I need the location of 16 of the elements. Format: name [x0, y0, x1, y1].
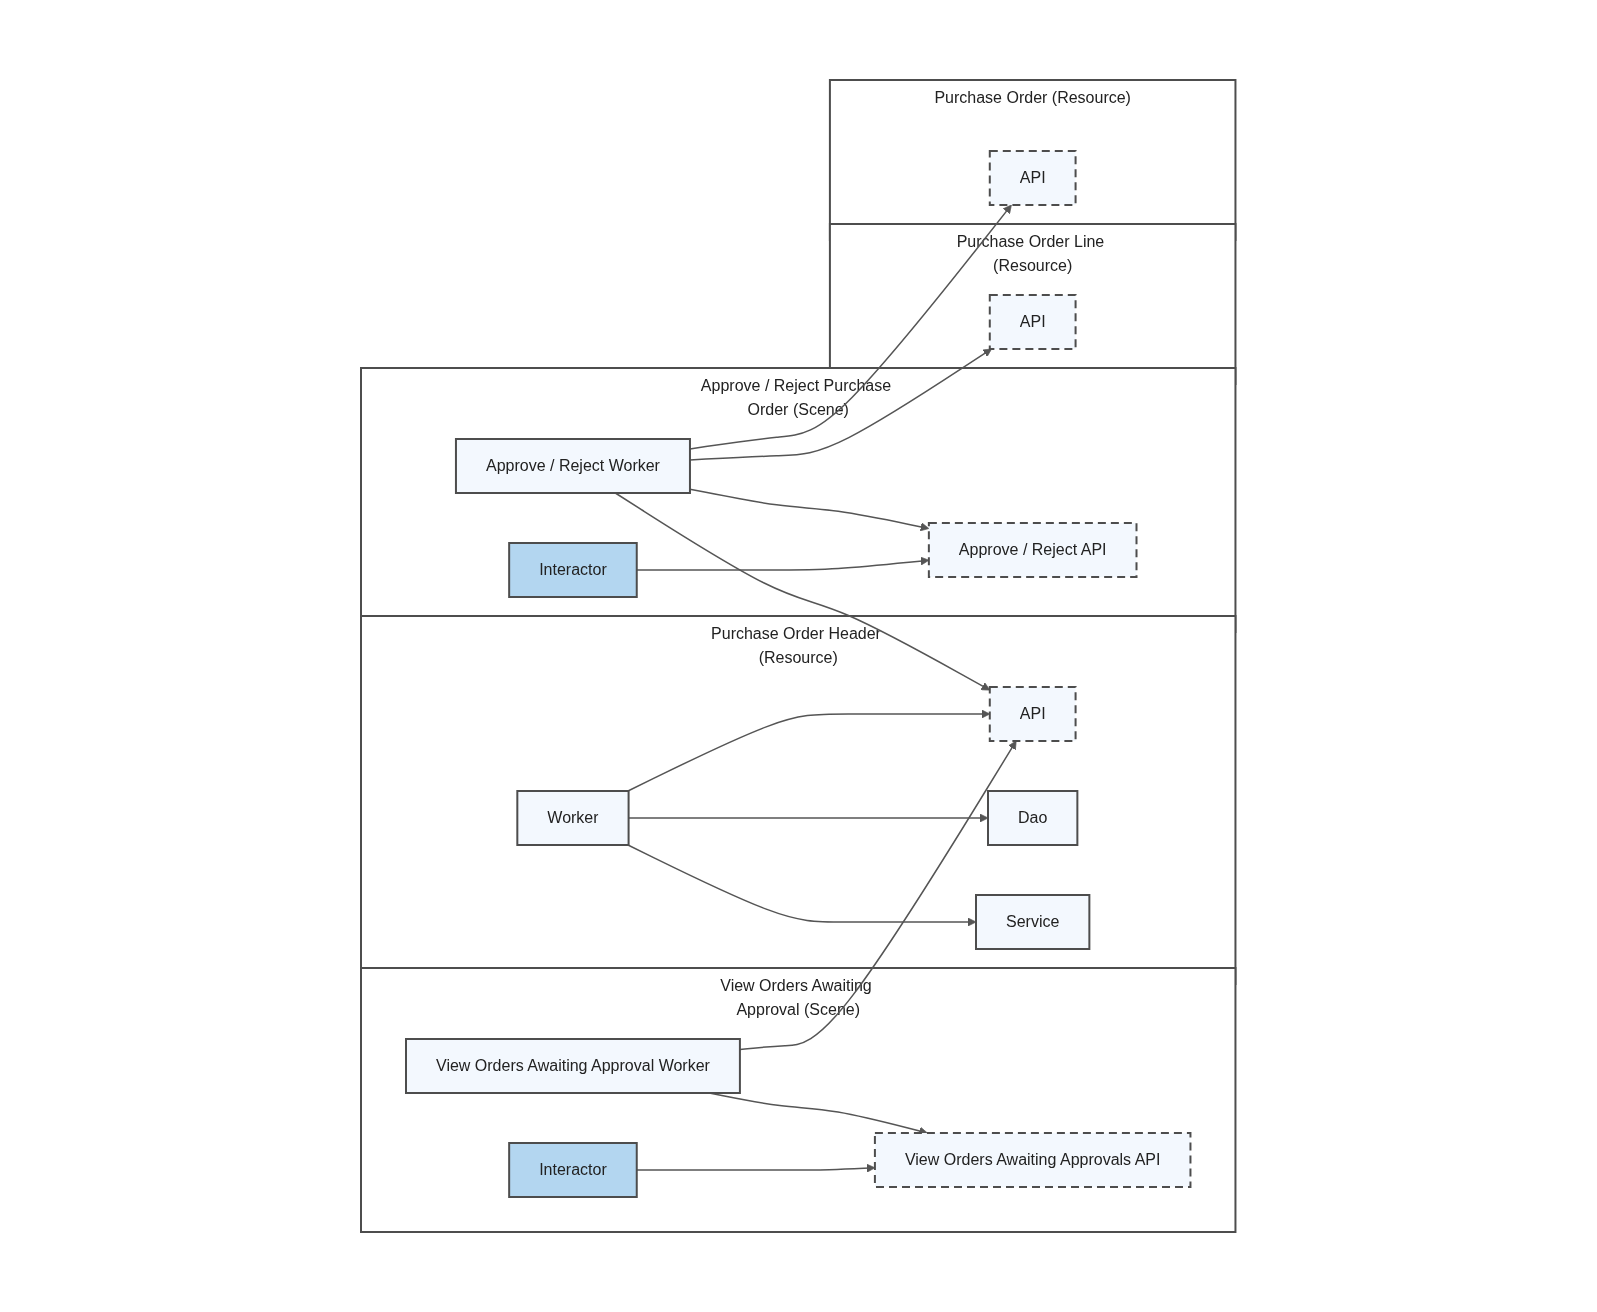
arrow	[627, 709, 991, 792]
node-box: Approve / Reject API	[928, 522, 1138, 578]
node-box: View Orders Awaiting Approvals API	[874, 1132, 1192, 1188]
node-box: Worker	[516, 790, 630, 846]
node-box: Service	[975, 894, 1091, 950]
arrow	[614, 492, 991, 691]
node-box: Interactor	[508, 542, 638, 598]
node-box: Dao	[987, 790, 1079, 846]
node-box: View Orders Awaiting Approval Worker	[405, 1038, 742, 1094]
node-box: Approve / Reject Worker	[455, 438, 692, 494]
node-box: API	[989, 294, 1077, 350]
node-box: API	[989, 150, 1077, 206]
arrow	[628, 813, 989, 823]
arrow	[627, 844, 977, 927]
node-box: API	[989, 686, 1077, 742]
node-box: Interactor	[508, 1142, 638, 1198]
